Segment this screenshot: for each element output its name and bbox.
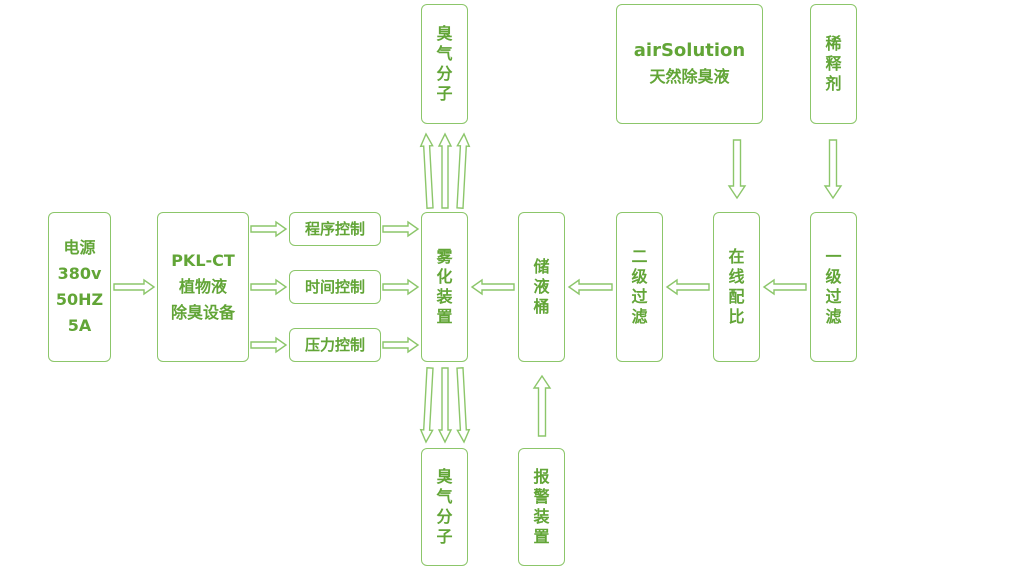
filter2-char: 二 [631,247,648,266]
filter1-char: 滤 [825,307,842,326]
arrow-atomizer-to-odor-bottom [437,367,453,444]
atomizer-box: 雾 化 装 置 [421,212,468,362]
arrow-mixing-to-filter2 [665,278,710,296]
power-supply-box: 电源 380v 50HZ 5A [48,212,111,362]
program-control-box: 程序控制 [289,212,381,246]
arrow-diluent-to-filter1 [823,139,843,200]
diluent-char: 剂 [825,74,842,93]
arrow-equipment-to-program [250,220,288,238]
arrow-equipment-to-time [250,278,288,296]
power-voltage: 380v [57,264,102,283]
solution-name: 天然除臭液 [649,67,730,86]
equipment-liquid: 植物液 [178,277,227,296]
odor-molecules-top-box: 臭 气 分 子 [421,4,468,124]
alarm-char: 装 [533,507,550,526]
program-control-label: 程序控制 [304,220,365,238]
filter1-char: 一 [825,247,842,266]
odor-bottom-char: 子 [436,527,453,546]
arrow-filter2-to-tank [567,278,613,296]
power-current: 5A [67,316,92,335]
arrow-program-to-atomizer [382,220,420,238]
solution-box: airSolution 天然除臭液 [616,4,763,124]
odor-molecules-bottom-box: 臭 气 分 子 [421,448,468,566]
equipment-model: PKL-CT [171,251,235,270]
arrow-equipment-to-pressure [250,336,288,354]
odor-top-char: 子 [436,84,453,103]
atomizer-char: 雾 [436,247,453,266]
odor-bottom-char: 分 [436,507,453,526]
power-label: 电源 [63,238,96,257]
odor-top-char: 臭 [436,24,453,43]
atomizer-char: 置 [436,307,453,326]
power-frequency: 50HZ [55,290,104,309]
odor-top-char: 分 [436,64,453,83]
odor-bottom-char: 臭 [436,467,453,486]
filter2-char: 级 [631,267,648,286]
solution-brand: airSolution [633,40,746,61]
arrow-tank-to-atomizer [470,278,515,296]
secondary-filter-box: 二 级 过 滤 [616,212,663,362]
odor-bottom-char: 气 [436,487,453,506]
diluent-char: 释 [825,54,842,73]
alarm-char: 警 [533,487,550,506]
arrow-power-to-equipment [113,278,156,296]
diluent-char: 稀 [825,34,842,53]
arrow-atomizer-to-odor-bottom [419,367,434,444]
mixing-char: 线 [728,267,745,286]
atomizer-char: 化 [436,267,453,286]
mixing-char: 比 [728,307,745,326]
diluent-box: 稀 释 剂 [810,4,857,124]
equipment-box: PKL-CT 植物液 除臭设备 [157,212,249,362]
primary-filter-box: 一 级 过 滤 [810,212,857,362]
alarm-device-box: 报 警 装 置 [518,448,565,566]
tank-char: 储 [533,257,550,276]
pressure-control-box: 压力控制 [289,328,381,362]
filter1-char: 级 [825,267,842,286]
equipment-device: 除臭设备 [170,303,235,322]
arrow-atomizer-to-odor-top [419,132,434,209]
alarm-char: 置 [533,527,550,546]
arrow-atomizer-to-odor-top [456,132,471,209]
arrow-alarm-to-tank [532,374,552,437]
arrow-filter1-to-mixing [762,278,807,296]
mixing-char: 在 [728,247,745,266]
time-control-box: 时间控制 [289,270,381,304]
filter2-char: 滤 [631,307,648,326]
atomizer-char: 装 [436,287,453,306]
tank-char: 液 [533,277,550,296]
arrow-time-to-atomizer [382,278,420,296]
time-control-label: 时间控制 [304,278,365,296]
storage-tank-box: 储 液 桶 [518,212,565,362]
pressure-control-label: 压力控制 [304,336,365,354]
arrow-atomizer-to-odor-bottom [456,367,471,444]
odor-top-char: 气 [436,44,453,63]
alarm-char: 报 [533,467,550,486]
online-mixing-box: 在 线 配 比 [713,212,760,362]
filter1-char: 过 [825,287,842,306]
arrow-atomizer-to-odor-top [437,132,453,209]
arrow-pressure-to-atomizer [382,336,420,354]
filter2-char: 过 [631,287,648,306]
mixing-char: 配 [728,287,745,306]
arrow-solution-to-mixing [727,139,747,200]
tank-char: 桶 [533,297,550,316]
